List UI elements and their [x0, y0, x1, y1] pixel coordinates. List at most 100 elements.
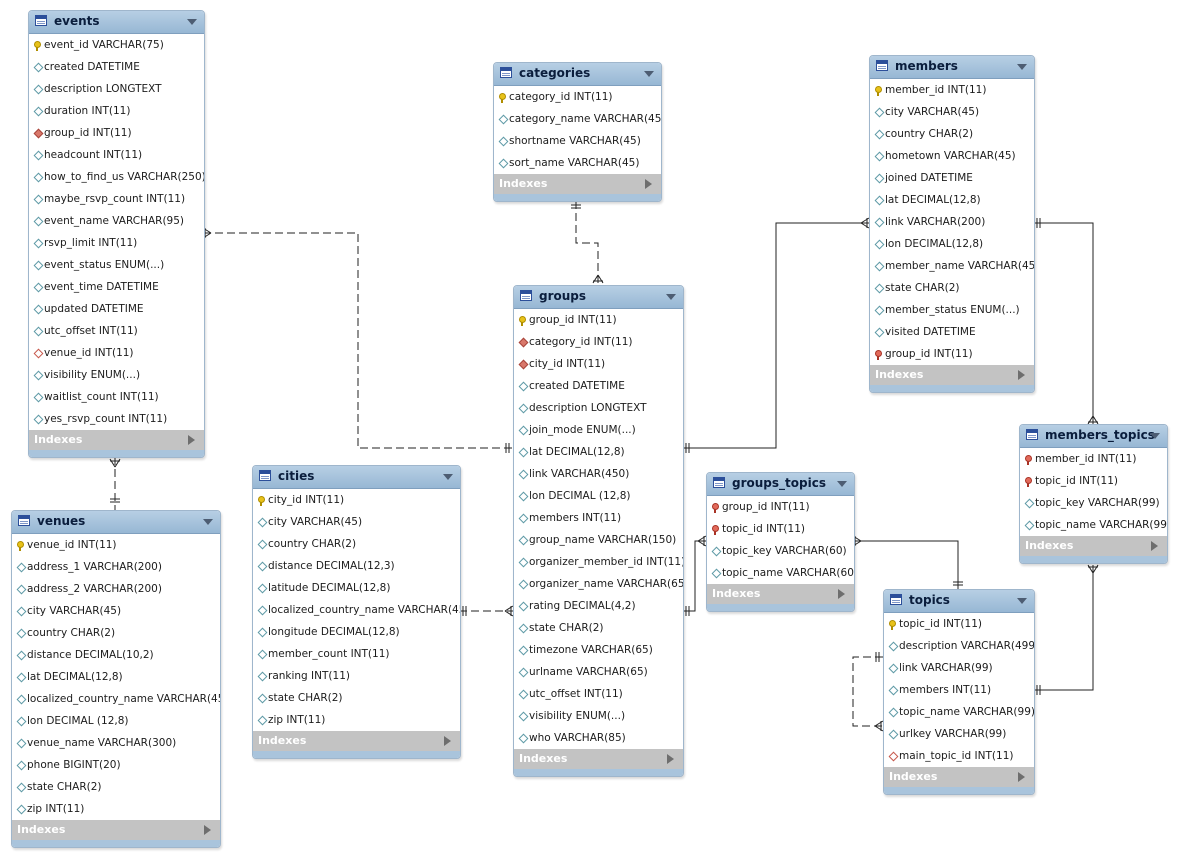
column-row[interactable]: city_id INT(11)	[514, 353, 683, 375]
column-row[interactable]: event_time DATETIME	[29, 276, 204, 298]
collapse-caret-icon[interactable]	[644, 71, 654, 77]
column-row[interactable]: distance DECIMAL(12,3)	[253, 555, 460, 577]
table-header[interactable]: groups_topics	[707, 473, 854, 496]
indexes-section[interactable]: Indexes	[1020, 536, 1167, 556]
column-row[interactable]: localized_country_name VARCHAR(45)	[12, 688, 220, 710]
column-row[interactable]: organizer_name VARCHAR(65)	[514, 573, 683, 595]
column-row[interactable]: waitlist_count INT(11)	[29, 386, 204, 408]
column-row[interactable]: yes_rsvp_count INT(11)	[29, 408, 204, 430]
column-row[interactable]: main_topic_id INT(11)	[884, 745, 1034, 767]
column-row[interactable]: shortname VARCHAR(45)	[494, 130, 661, 152]
expand-arrow-icon[interactable]	[1018, 370, 1025, 380]
column-row[interactable]: created DATETIME	[29, 56, 204, 78]
column-row[interactable]: created DATETIME	[514, 375, 683, 397]
column-row[interactable]: rating DECIMAL(4,2)	[514, 595, 683, 617]
column-row[interactable]: venue_id INT(11)	[29, 342, 204, 364]
indexes-section[interactable]: Indexes	[253, 731, 460, 751]
collapse-caret-icon[interactable]	[187, 19, 197, 25]
column-row[interactable]: venue_name VARCHAR(300)	[12, 732, 220, 754]
column-row[interactable]: rsvp_limit INT(11)	[29, 232, 204, 254]
column-row[interactable]: join_mode ENUM(...)	[514, 419, 683, 441]
table-header[interactable]: venues	[12, 511, 220, 534]
column-row[interactable]: visited DATETIME	[870, 321, 1034, 343]
expand-arrow-icon[interactable]	[1151, 541, 1158, 551]
column-row[interactable]: utc_offset INT(11)	[514, 683, 683, 705]
table-header[interactable]: categories	[494, 63, 661, 86]
column-row[interactable]: lat DECIMAL(12,8)	[514, 441, 683, 463]
column-row[interactable]: member_name VARCHAR(45)	[870, 255, 1034, 277]
column-row[interactable]: visibility ENUM(...)	[514, 705, 683, 727]
table-header[interactable]: events	[29, 11, 204, 34]
column-row[interactable]: members INT(11)	[884, 679, 1034, 701]
column-row[interactable]: lon DECIMAL (12,8)	[12, 710, 220, 732]
column-row[interactable]: organizer_member_id INT(11)	[514, 551, 683, 573]
column-row[interactable]: hometown VARCHAR(45)	[870, 145, 1034, 167]
column-row[interactable]: visibility ENUM(...)	[29, 364, 204, 386]
column-row[interactable]: link VARCHAR(450)	[514, 463, 683, 485]
column-row[interactable]: city VARCHAR(45)	[12, 600, 220, 622]
collapse-caret-icon[interactable]	[203, 519, 213, 525]
column-row[interactable]: topic_name VARCHAR(99)	[1020, 514, 1167, 536]
column-row[interactable]: group_id INT(11)	[707, 496, 854, 518]
column-row[interactable]: topic_key VARCHAR(60)	[707, 540, 854, 562]
column-row[interactable]: lon DECIMAL(12,8)	[870, 233, 1034, 255]
column-row[interactable]: lon DECIMAL (12,8)	[514, 485, 683, 507]
table-header[interactable]: groups	[514, 286, 683, 309]
column-row[interactable]: member_id INT(11)	[1020, 448, 1167, 470]
table-header[interactable]: members	[870, 56, 1034, 79]
column-row[interactable]: address_1 VARCHAR(200)	[12, 556, 220, 578]
column-row[interactable]: how_to_find_us VARCHAR(250)	[29, 166, 204, 188]
column-row[interactable]: city VARCHAR(45)	[870, 101, 1034, 123]
column-row[interactable]: link VARCHAR(99)	[884, 657, 1034, 679]
column-row[interactable]: state CHAR(2)	[253, 687, 460, 709]
indexes-section[interactable]: Indexes	[870, 365, 1034, 385]
table-header[interactable]: members_topics	[1020, 425, 1167, 448]
column-row[interactable]: members INT(11)	[514, 507, 683, 529]
column-row[interactable]: description LONGTEXT	[29, 78, 204, 100]
column-row[interactable]: urlkey VARCHAR(99)	[884, 723, 1034, 745]
column-row[interactable]: member_id INT(11)	[870, 79, 1034, 101]
collapse-caret-icon[interactable]	[1150, 433, 1160, 439]
column-row[interactable]: topic_key VARCHAR(99)	[1020, 492, 1167, 514]
column-row[interactable]: group_name VARCHAR(150)	[514, 529, 683, 551]
column-row[interactable]: event_status ENUM(...)	[29, 254, 204, 276]
column-row[interactable]: description VARCHAR(499)	[884, 635, 1034, 657]
expand-arrow-icon[interactable]	[444, 736, 451, 746]
column-row[interactable]: event_name VARCHAR(95)	[29, 210, 204, 232]
column-row[interactable]: topic_id INT(11)	[707, 518, 854, 540]
expand-arrow-icon[interactable]	[645, 179, 652, 189]
indexes-section[interactable]: Indexes	[707, 584, 854, 604]
column-row[interactable]: group_id INT(11)	[514, 309, 683, 331]
column-row[interactable]: state CHAR(2)	[870, 277, 1034, 299]
column-row[interactable]: distance DECIMAL(10,2)	[12, 644, 220, 666]
column-row[interactable]: sort_name VARCHAR(45)	[494, 152, 661, 174]
column-row[interactable]: joined DATETIME	[870, 167, 1034, 189]
column-row[interactable]: zip INT(11)	[12, 798, 220, 820]
column-row[interactable]: ranking INT(11)	[253, 665, 460, 687]
collapse-caret-icon[interactable]	[1017, 64, 1027, 70]
expand-arrow-icon[interactable]	[667, 754, 674, 764]
column-row[interactable]: urlname VARCHAR(65)	[514, 661, 683, 683]
collapse-caret-icon[interactable]	[837, 481, 847, 487]
column-row[interactable]: topic_id INT(11)	[1020, 470, 1167, 492]
column-row[interactable]: timezone VARCHAR(65)	[514, 639, 683, 661]
column-row[interactable]: country CHAR(2)	[253, 533, 460, 555]
column-row[interactable]: lat DECIMAL(12,8)	[12, 666, 220, 688]
column-row[interactable]: localized_country_name VARCHAR(45)	[253, 599, 460, 621]
column-row[interactable]: topic_id INT(11)	[884, 613, 1034, 635]
table-header[interactable]: topics	[884, 590, 1034, 613]
column-row[interactable]: country CHAR(2)	[870, 123, 1034, 145]
column-row[interactable]: utc_offset INT(11)	[29, 320, 204, 342]
column-row[interactable]: maybe_rsvp_count INT(11)	[29, 188, 204, 210]
expand-arrow-icon[interactable]	[838, 589, 845, 599]
column-row[interactable]: state CHAR(2)	[12, 776, 220, 798]
column-row[interactable]: group_id INT(11)	[870, 343, 1034, 365]
column-row[interactable]: link VARCHAR(200)	[870, 211, 1034, 233]
column-row[interactable]: lat DECIMAL(12,8)	[870, 189, 1034, 211]
